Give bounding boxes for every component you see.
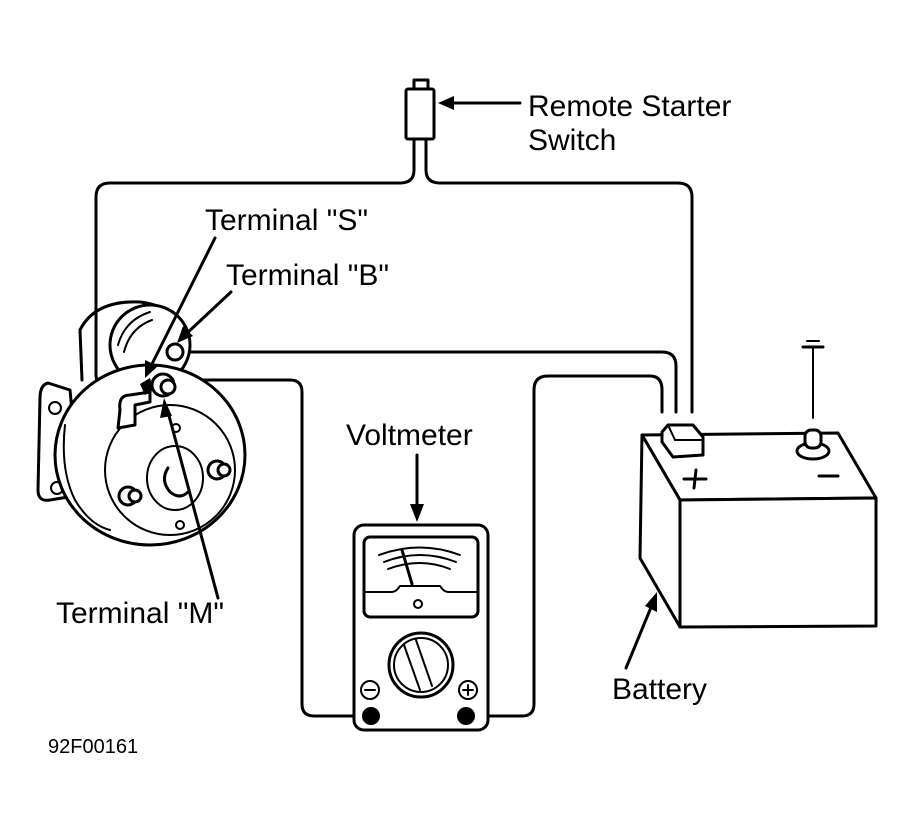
battery-front bbox=[678, 496, 878, 629]
negative-terminal-symbol bbox=[360, 680, 380, 700]
voltmeter-label: Voltmeter bbox=[346, 419, 473, 452]
ground-icon bbox=[801, 340, 825, 419]
wire-switch-to-battery-positive bbox=[438, 181, 694, 414]
figure-id: 92F00161 bbox=[48, 736, 138, 758]
meter-needle bbox=[400, 548, 414, 586]
negative-jack bbox=[362, 707, 380, 725]
voltmeter bbox=[352, 523, 490, 732]
terminal-m-arrow bbox=[160, 398, 220, 600]
wire-terminal-m-to-voltmeter-negative bbox=[168, 378, 372, 718]
meter-zero-adjust bbox=[413, 599, 423, 609]
wire-voltmeter-positive-to-battery bbox=[464, 374, 664, 718]
wire-terminal-b-to-battery bbox=[180, 350, 678, 414]
terminal-b-post bbox=[165, 342, 185, 362]
positive-terminal-symbol bbox=[458, 680, 478, 700]
terminal-m-label: Terminal "M" bbox=[56, 597, 224, 630]
terminal-b-label: Terminal "B" bbox=[226, 259, 389, 292]
end-cap bbox=[104, 404, 236, 536]
terminal-s-arrow bbox=[145, 236, 217, 378]
meter-dial-window bbox=[362, 535, 480, 619]
bolt bbox=[117, 485, 143, 507]
battery bbox=[638, 340, 878, 629]
switch-lead-right bbox=[424, 137, 442, 185]
switch-label-arrow bbox=[438, 96, 522, 110]
remote-starter-switch-label-line1: Remote Starter bbox=[528, 90, 731, 123]
terminal-m-strap bbox=[116, 390, 152, 430]
bolt bbox=[206, 459, 232, 481]
positive-jack bbox=[457, 707, 475, 725]
range-selector-knob bbox=[387, 631, 455, 699]
battery-label: Battery bbox=[612, 673, 707, 706]
voltmeter-arrow bbox=[410, 453, 424, 522]
starter-motor bbox=[36, 300, 247, 547]
switch-body bbox=[404, 87, 436, 141]
terminal-b-arrow bbox=[177, 290, 233, 343]
terminal-s-post bbox=[140, 378, 154, 395]
meter-scale-arc bbox=[378, 546, 461, 556]
terminal-s-label: Terminal "S" bbox=[205, 204, 368, 237]
remote-starter-switch-label-line2: Switch bbox=[528, 124, 616, 157]
battery-side bbox=[638, 433, 682, 629]
switch-lead-left bbox=[398, 137, 416, 185]
battery-arrow bbox=[624, 592, 657, 670]
remote-starter-switch bbox=[398, 78, 442, 185]
